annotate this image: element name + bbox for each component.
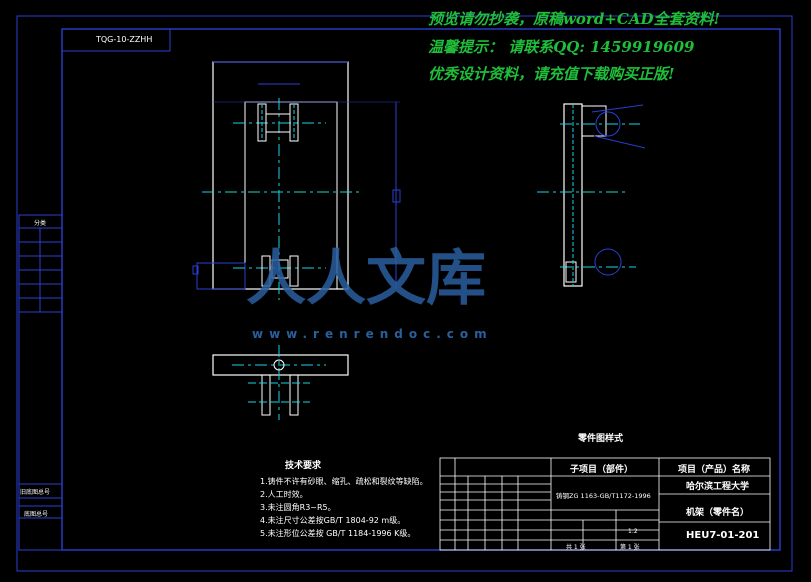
tb-sub-project: 子项目（部件） (570, 465, 634, 475)
tb-project-name: 项目（产品）名称 (678, 465, 751, 475)
title-block (439, 457, 771, 551)
watermark-url: www.renrendoc.com (252, 327, 493, 341)
tb-drawing-no: HEU7-01-201 (686, 530, 760, 541)
tech-note-5: 5.未注形位公差按 GB/T 1184-1996 K级。 (260, 529, 416, 538)
tb-sheet-no: 第 1 张 (620, 544, 640, 551)
tb-sheet-total: 共 1 张 (566, 544, 586, 551)
side-view (537, 103, 646, 287)
section-label: 零件图样式 (578, 434, 624, 444)
tech-note-4: 4.未注尺寸公差按GB/T 1804-92 m级。 (260, 516, 406, 525)
tech-note-3: 3.未注圆角R3~R5。 (260, 503, 336, 512)
left-strip (18, 214, 63, 551)
watermark-logo: 人人文库 (246, 244, 486, 314)
code-box (61, 28, 171, 52)
tb-part-name: 机架（零件名） (686, 508, 750, 518)
tb-school: 哈尔滨工程大学 (686, 482, 750, 492)
banner-line-2: 温馨提示： 请联系QQ: 1459919609 (428, 38, 695, 56)
outer-frame (16, 15, 793, 572)
tb-material: 铸钢ZG 1163-GB/T1172-1996 (556, 492, 651, 500)
tech-note-2: 2.人工时效。 (260, 490, 308, 499)
top-view (212, 345, 349, 420)
tb-scale: 1:2 (628, 528, 638, 535)
tech-note-1: 1.铸件不许有砂眼、缩孔、疏松和裂纹等缺陷。 (260, 477, 428, 486)
front-view (192, 61, 401, 300)
left-strip-label-2: 旧底图总号 (20, 489, 51, 496)
left-strip-label-1: 分类 (34, 220, 47, 227)
banner-line-3: 优秀设计资料，请充值下载购买正版! (428, 65, 675, 83)
code-box-label: TQG-10-ZZHH (96, 35, 153, 44)
left-strip-label-3: 底图总号 (24, 511, 49, 518)
tech-title: 技术要求 (285, 461, 322, 471)
banner-line-1: 预览请勿抄袭，原稿word+CAD全套资料! (428, 10, 721, 28)
